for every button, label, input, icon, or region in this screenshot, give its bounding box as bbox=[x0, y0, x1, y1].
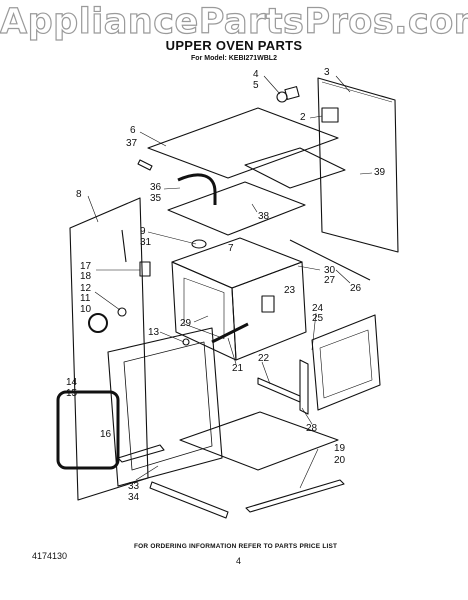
left-panel bbox=[69, 197, 149, 501]
bottom-panel bbox=[179, 411, 339, 471]
callout-2: 2 bbox=[300, 112, 306, 123]
callout-11: 11 bbox=[80, 293, 91, 304]
callout-22: 22 bbox=[258, 353, 270, 364]
callout-34: 34 bbox=[128, 492, 140, 503]
callout-20: 20 bbox=[334, 455, 346, 466]
bracket-17 bbox=[139, 261, 151, 277]
watermark: AppliancePartsPros.com bbox=[0, 1, 468, 42]
callout-17: 17 bbox=[80, 261, 92, 272]
sensor-9 bbox=[191, 239, 207, 249]
vent-tube-36 bbox=[177, 173, 217, 205]
model-line: For Model: KEBI271WBL2 bbox=[191, 55, 277, 62]
callout-30: 30 bbox=[324, 265, 336, 276]
callout-14: 14 bbox=[66, 377, 78, 388]
rail-34 bbox=[117, 444, 165, 463]
callout-6: 6 bbox=[130, 125, 136, 136]
callout-39: 39 bbox=[374, 167, 386, 178]
bracket-2 bbox=[321, 107, 339, 123]
callout-13: 13 bbox=[148, 327, 160, 338]
callout-31: 31 bbox=[140, 237, 152, 248]
rear-panel bbox=[317, 77, 399, 253]
top-panel bbox=[147, 107, 339, 179]
callout-25: 25 bbox=[312, 313, 324, 324]
callout-38: 38 bbox=[258, 211, 270, 222]
callout-23: 23 bbox=[284, 285, 296, 296]
callout-33: 33 bbox=[128, 481, 140, 492]
rail-33 bbox=[149, 481, 229, 519]
footer-page-number: 4 bbox=[236, 556, 242, 566]
footer-part-number: 4174130 bbox=[32, 551, 68, 561]
callout-5: 5 bbox=[253, 80, 259, 91]
callout-28: 28 bbox=[306, 423, 318, 434]
hinge-28 bbox=[299, 359, 309, 415]
gasket-16 bbox=[56, 390, 120, 470]
duct-plate-38b bbox=[244, 147, 346, 189]
rail-19 bbox=[245, 479, 345, 513]
callout-18: 18 bbox=[80, 271, 92, 282]
clip-37 bbox=[137, 159, 153, 171]
cavity-opening bbox=[183, 277, 225, 339]
part-13 bbox=[182, 338, 190, 346]
rail-26 bbox=[289, 239, 371, 281]
rail-22 bbox=[257, 377, 301, 403]
light-socket-11 bbox=[117, 307, 127, 317]
callout-16: 16 bbox=[100, 429, 112, 440]
callout-7: 7 bbox=[228, 243, 234, 254]
callout-12: 12 bbox=[80, 283, 92, 294]
diagram-title: UPPER OVEN PARTS bbox=[165, 38, 303, 53]
callout-4: 4 bbox=[253, 69, 259, 80]
callout-37: 37 bbox=[126, 138, 138, 149]
callout-21: 21 bbox=[232, 363, 244, 374]
callout-36: 36 bbox=[150, 182, 162, 193]
callout-24: 24 bbox=[312, 303, 324, 314]
callout-19: 19 bbox=[334, 443, 346, 454]
callout-26: 26 bbox=[350, 283, 362, 294]
callout-35: 35 bbox=[150, 193, 162, 204]
callout-27: 27 bbox=[324, 275, 336, 286]
footer-note: FOR ORDERING INFORMATION REFER TO PARTS … bbox=[134, 543, 338, 550]
rod-21 bbox=[211, 322, 249, 344]
bracket-5 bbox=[284, 86, 300, 100]
callout-8: 8 bbox=[76, 189, 82, 200]
front-frame-14 bbox=[107, 327, 223, 487]
side-door-24 bbox=[311, 314, 381, 411]
callout-3: 3 bbox=[324, 67, 330, 78]
callout-9: 9 bbox=[140, 226, 146, 237]
light-lens-10 bbox=[88, 313, 108, 333]
duct-plate-38 bbox=[167, 181, 306, 236]
callout-29: 29 bbox=[180, 318, 192, 329]
callout-10: 10 bbox=[80, 304, 92, 315]
plate-23 bbox=[261, 295, 275, 313]
callout-15: 15 bbox=[66, 388, 78, 399]
oven-cavity-side bbox=[231, 261, 307, 361]
